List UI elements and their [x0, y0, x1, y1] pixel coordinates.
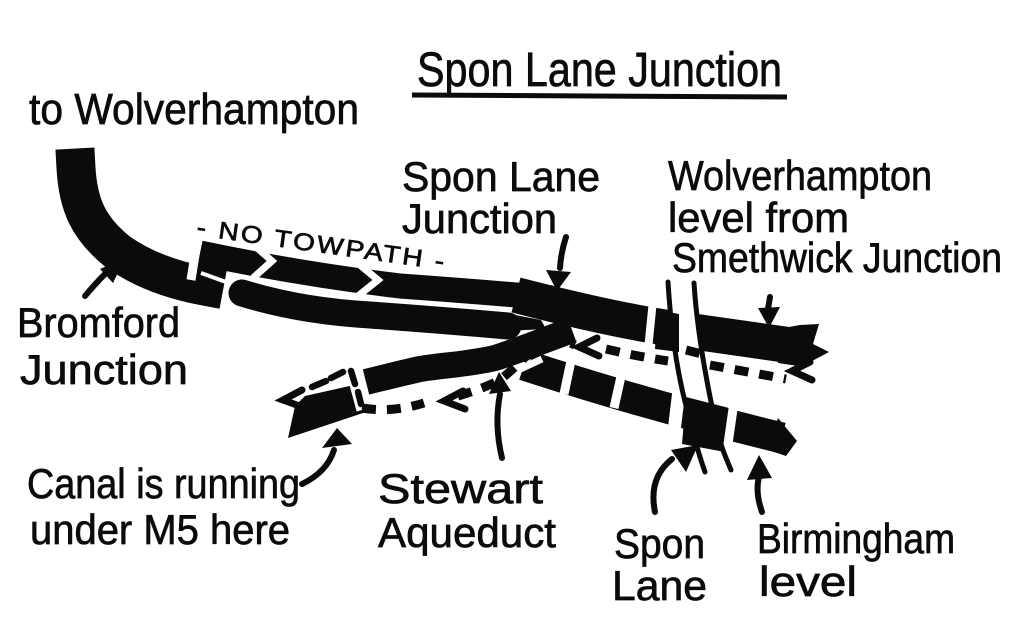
svg-text:under M5 here: under M5 here: [30, 506, 290, 553]
svg-text:Spon Lane: Spon Lane: [402, 153, 600, 200]
svg-text:Smethwick Junction: Smethwick Junction: [672, 234, 1002, 281]
svg-text:Lane: Lane: [612, 562, 707, 609]
svg-text:level from: level from: [668, 194, 849, 241]
svg-text:Canal is running: Canal is running: [27, 460, 300, 507]
svg-text:Stewart: Stewart: [378, 465, 543, 512]
svg-text:Spon: Spon: [614, 520, 705, 567]
svg-text:Aqueduct: Aqueduct: [378, 509, 556, 556]
svg-text:Birmingham: Birmingham: [757, 515, 955, 562]
svg-text:Junction: Junction: [20, 346, 188, 393]
svg-text:Bromford: Bromford: [17, 299, 180, 346]
svg-text:to Wolverhampton: to Wolverhampton: [29, 85, 359, 134]
svg-text:Wolverhampton: Wolverhampton: [668, 152, 932, 199]
svg-text:Spon Lane Junction: Spon Lane Junction: [417, 44, 782, 97]
svg-text:Junction: Junction: [402, 195, 557, 242]
svg-text:level: level: [759, 558, 857, 605]
